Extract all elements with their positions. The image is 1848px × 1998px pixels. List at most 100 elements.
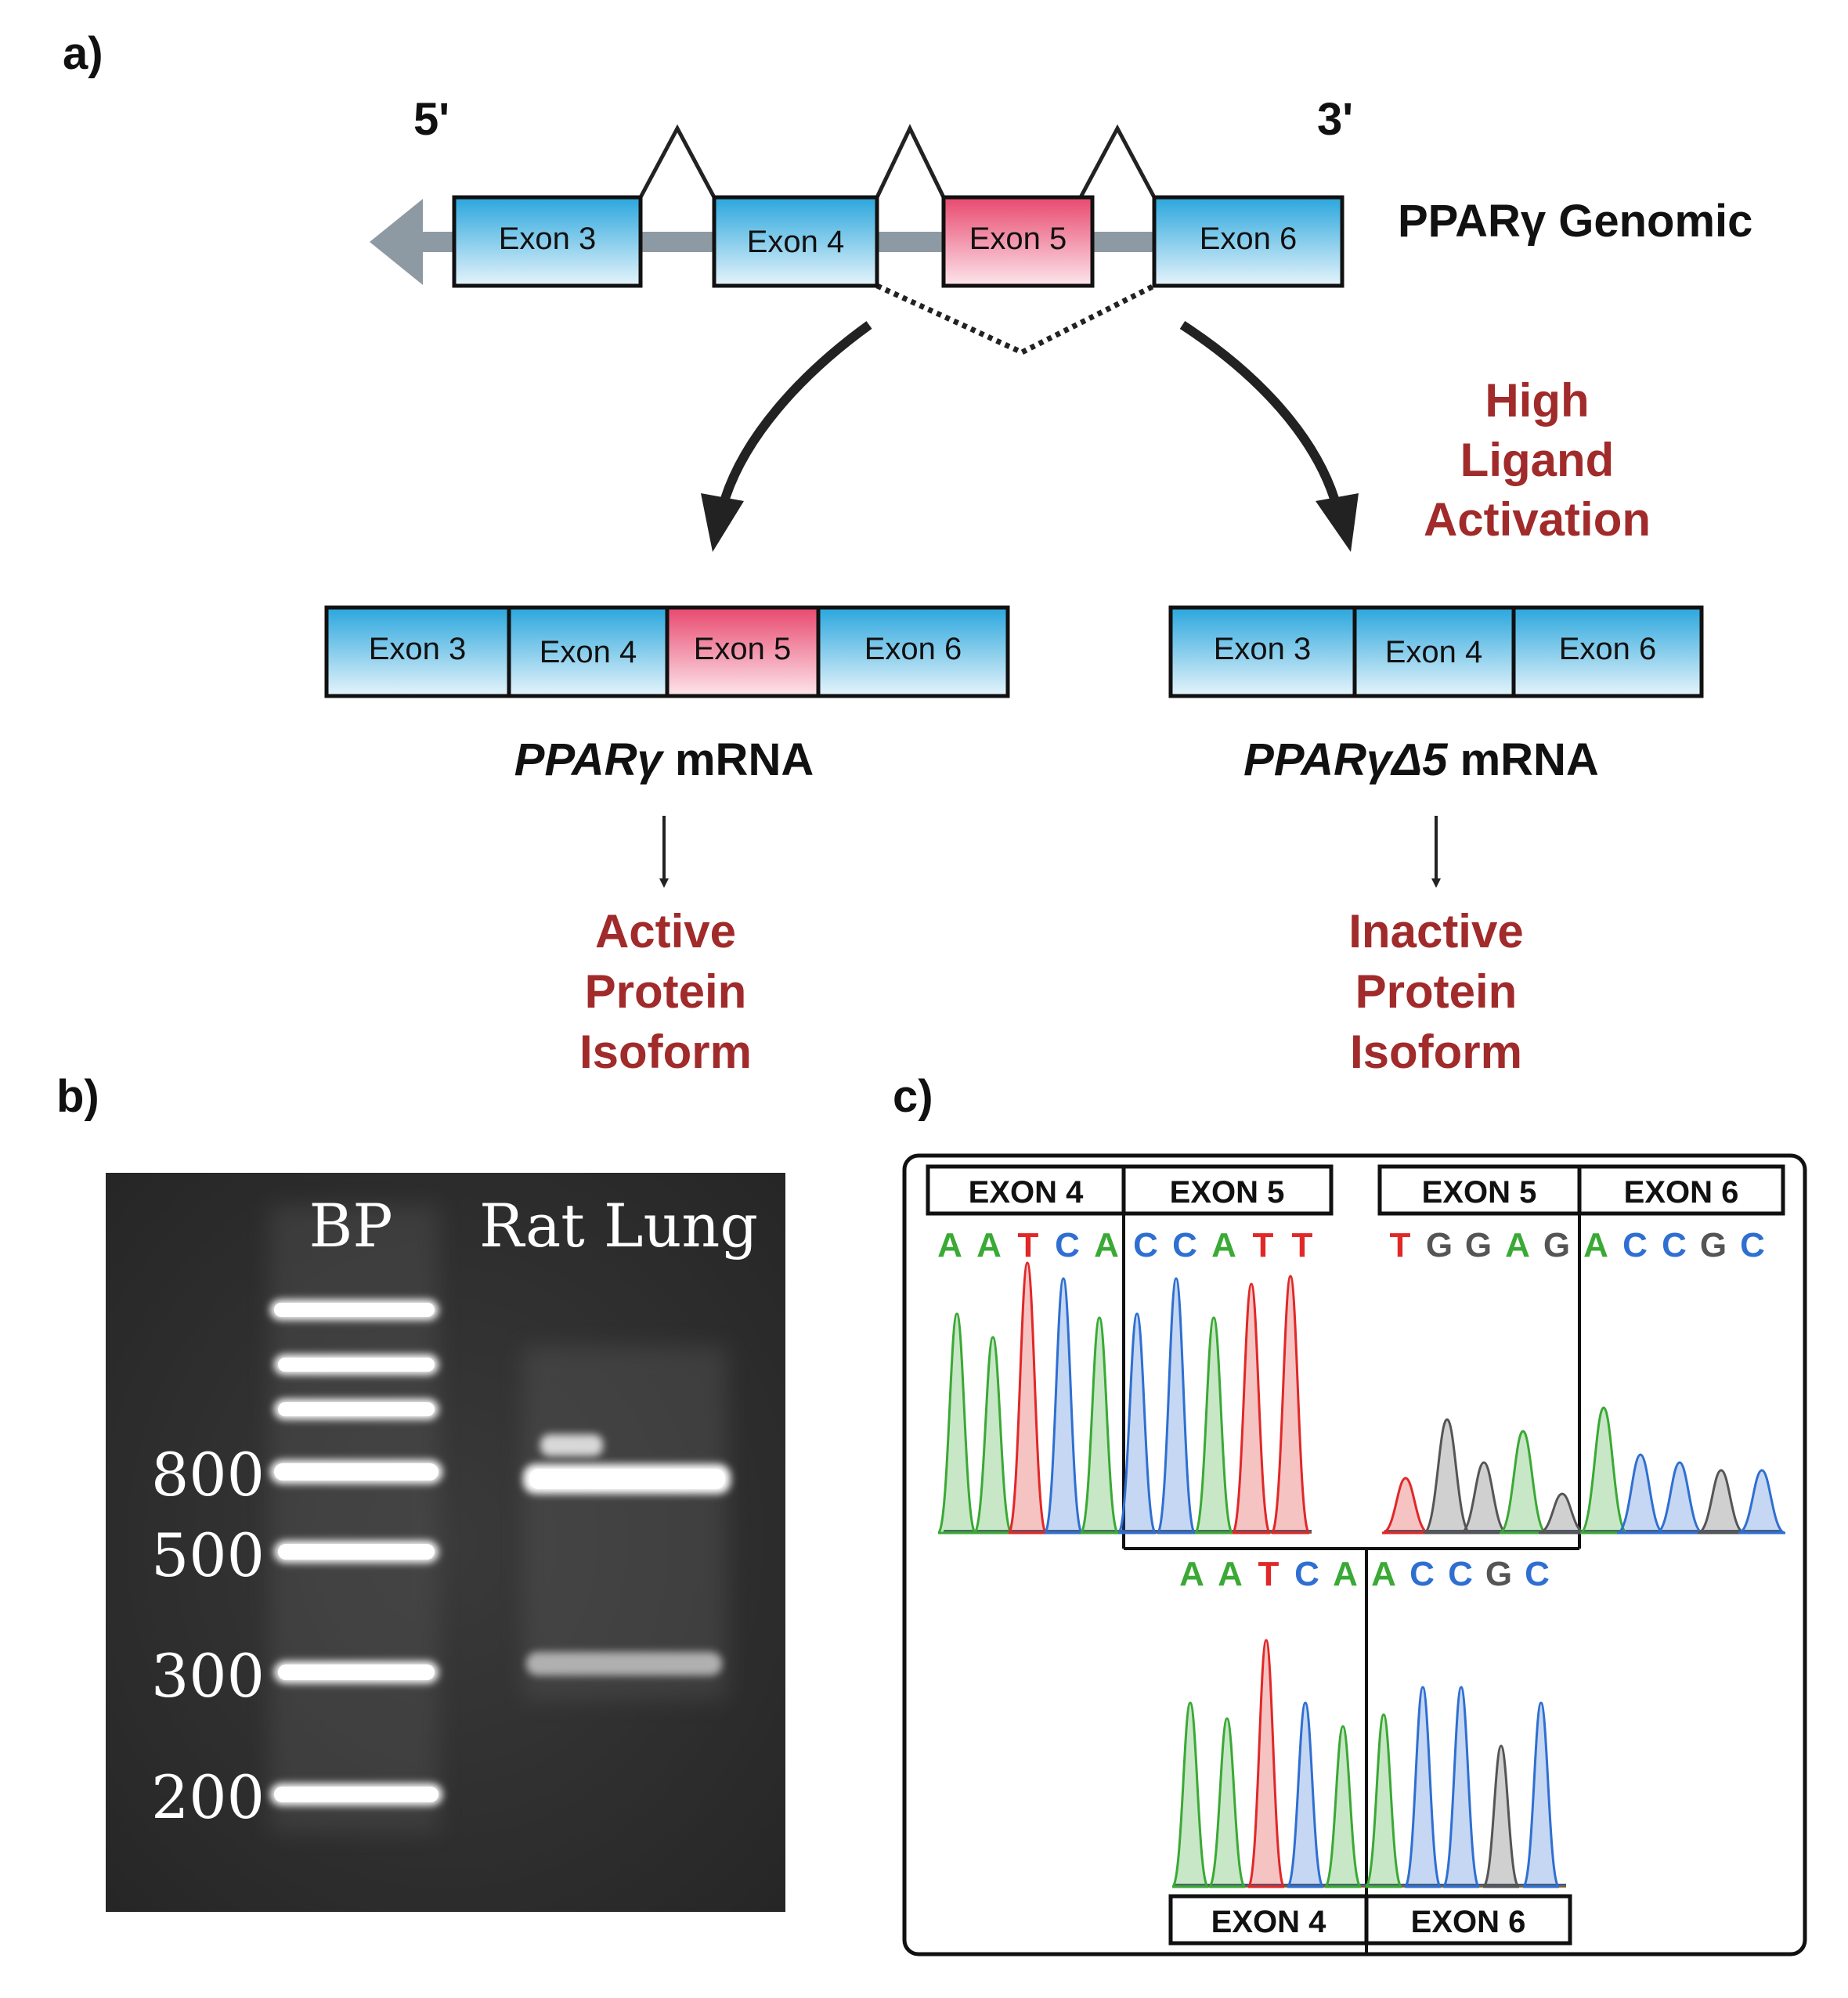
box-exon-6-right: EXON 6 — [1624, 1175, 1739, 1210]
base-letter: T — [1253, 1226, 1274, 1264]
right-splice-arrow — [1179, 320, 1359, 552]
ladder-bands — [270, 1300, 442, 1805]
svg-text:Exon 5: Exon 5 — [969, 222, 1067, 256]
genomic-exon-6: Exon 6 — [1152, 195, 1344, 288]
panel-c-label: c) — [893, 1071, 933, 1122]
left-outcome-text: Active Protein Isoform — [579, 905, 752, 1078]
chromatogram-top-right — [1381, 1406, 1786, 1535]
base-letter: A — [1505, 1226, 1530, 1264]
base-letter: A — [1211, 1226, 1236, 1264]
trace-peak — [1616, 1453, 1665, 1535]
base-letter: A — [1371, 1555, 1396, 1593]
left-mrna-bar: Exon 3 Exon 4 Exon 5 Exon 6 — [324, 605, 1010, 698]
right-mrna-exon-6: Exon 6 — [1559, 632, 1657, 666]
trace-peak — [1442, 1686, 1481, 1888]
base-letter: C — [1133, 1226, 1158, 1264]
ladder-band — [270, 1300, 439, 1320]
panel-b-label: b) — [56, 1071, 99, 1122]
intron-carets — [638, 124, 1157, 199]
base-letter: C — [1294, 1555, 1319, 1593]
trace-peak — [973, 1336, 1013, 1535]
svg-text:Exon 3: Exon 3 — [499, 222, 597, 256]
ladder-band-500 — [274, 1541, 439, 1563]
three-prime-label: 3' — [1317, 94, 1353, 145]
svg-text:Isoform: Isoform — [579, 1026, 752, 1078]
right-outcome-text: Inactive Protein Isoform — [1348, 905, 1523, 1078]
ladder-band-800 — [270, 1460, 442, 1484]
ladder-label-300: 300 — [151, 1641, 265, 1711]
ladder-label-800: 800 — [151, 1440, 265, 1509]
bottom-exon-boxes: EXON 4 EXON 6 — [1168, 1894, 1572, 1946]
base-letter: G — [1700, 1226, 1727, 1264]
svg-text:Exon 4: Exon 4 — [747, 225, 845, 259]
top-left-exon-boxes: EXON 4 EXON 5 — [926, 1164, 1334, 1216]
sample-bands — [523, 1434, 731, 1675]
left-mrna-exon-3: Exon 3 — [369, 632, 467, 666]
ladder-band-200 — [270, 1783, 442, 1805]
left-mrna-name: PPARγ mRNA — [514, 734, 814, 785]
box-exon-5-right: EXON 5 — [1422, 1175, 1537, 1210]
gel-lane-sample-label: Rat Lung — [479, 1191, 758, 1260]
base-letter: C — [1622, 1226, 1648, 1264]
ladder-size-labels: 800 500 300 200 — [151, 1440, 265, 1832]
base-letter: C — [1662, 1226, 1687, 1264]
base-letter: C — [1448, 1555, 1473, 1593]
box-exon-6-bottom: EXON 6 — [1411, 1905, 1526, 1939]
sample-band-delta5 — [526, 1652, 722, 1675]
chromatogram-top-left — [937, 1261, 1312, 1535]
base-letter: A — [1218, 1555, 1243, 1593]
base-letter: T — [1258, 1555, 1280, 1593]
trace-peak — [1247, 1639, 1286, 1888]
genomic-exon-3: Exon 3 — [452, 195, 643, 288]
trace-peak — [1655, 1461, 1704, 1535]
trace-peak — [1738, 1469, 1786, 1535]
svg-text:Protein: Protein — [585, 965, 747, 1018]
left-splice-arrow — [701, 321, 872, 552]
base-letter: G — [1543, 1226, 1570, 1264]
trace-peak — [1423, 1418, 1471, 1535]
trace-peak — [1231, 1282, 1272, 1535]
genomic-exon-5: Exon 5 — [941, 195, 1095, 288]
trace-peak — [1499, 1430, 1547, 1535]
base-letter: G — [1485, 1555, 1512, 1593]
ladder-band — [274, 1399, 439, 1419]
base-letter: T — [1018, 1226, 1039, 1264]
base-letter: A — [937, 1226, 962, 1264]
box-exon-4-bottom: EXON 4 — [1211, 1905, 1326, 1939]
trace-peak — [1193, 1316, 1234, 1535]
svg-text:High: High — [1485, 374, 1589, 427]
trace-peak — [1270, 1275, 1311, 1535]
trace-peak — [1482, 1744, 1521, 1888]
trace-peak — [1286, 1701, 1325, 1888]
svg-text:Inactive: Inactive — [1348, 905, 1523, 958]
base-letter: C — [1409, 1555, 1435, 1593]
base-letter: C — [1172, 1226, 1197, 1264]
gel-image — [106, 1173, 785, 1912]
right-mrna-bar: Exon 3 Exon 4 Exon 6 — [1168, 605, 1704, 698]
trace-peak — [1079, 1316, 1120, 1535]
base-letter: G — [1426, 1226, 1453, 1264]
genomic-label: PPARγ Genomic — [1398, 196, 1752, 247]
base-letter: A — [1179, 1555, 1204, 1593]
svg-text:Exon 6: Exon 6 — [1200, 222, 1298, 256]
trace-peak — [1117, 1312, 1157, 1535]
base-letter: A — [1333, 1555, 1358, 1593]
trace-peak — [1403, 1686, 1442, 1888]
svg-text:Active: Active — [595, 905, 736, 958]
trace-peak — [1323, 1725, 1363, 1888]
base-letter: G — [1465, 1226, 1492, 1264]
svg-text:Ligand: Ligand — [1460, 434, 1615, 486]
svg-text:Activation: Activation — [1424, 493, 1651, 546]
svg-text:Isoform: Isoform — [1350, 1026, 1522, 1078]
gel-lane-ladder-label: BP — [309, 1191, 393, 1260]
genomic-exon-4: Exon 4 — [712, 195, 879, 288]
box-exon-5-top: EXON 5 — [1170, 1175, 1285, 1210]
left-mrna-exon-5: Exon 5 — [694, 632, 792, 666]
base-letter: C — [1055, 1226, 1080, 1264]
ladder-band-300 — [274, 1661, 439, 1683]
left-mrna-exon-4: Exon 4 — [540, 635, 637, 669]
trace-peak — [1207, 1717, 1247, 1888]
